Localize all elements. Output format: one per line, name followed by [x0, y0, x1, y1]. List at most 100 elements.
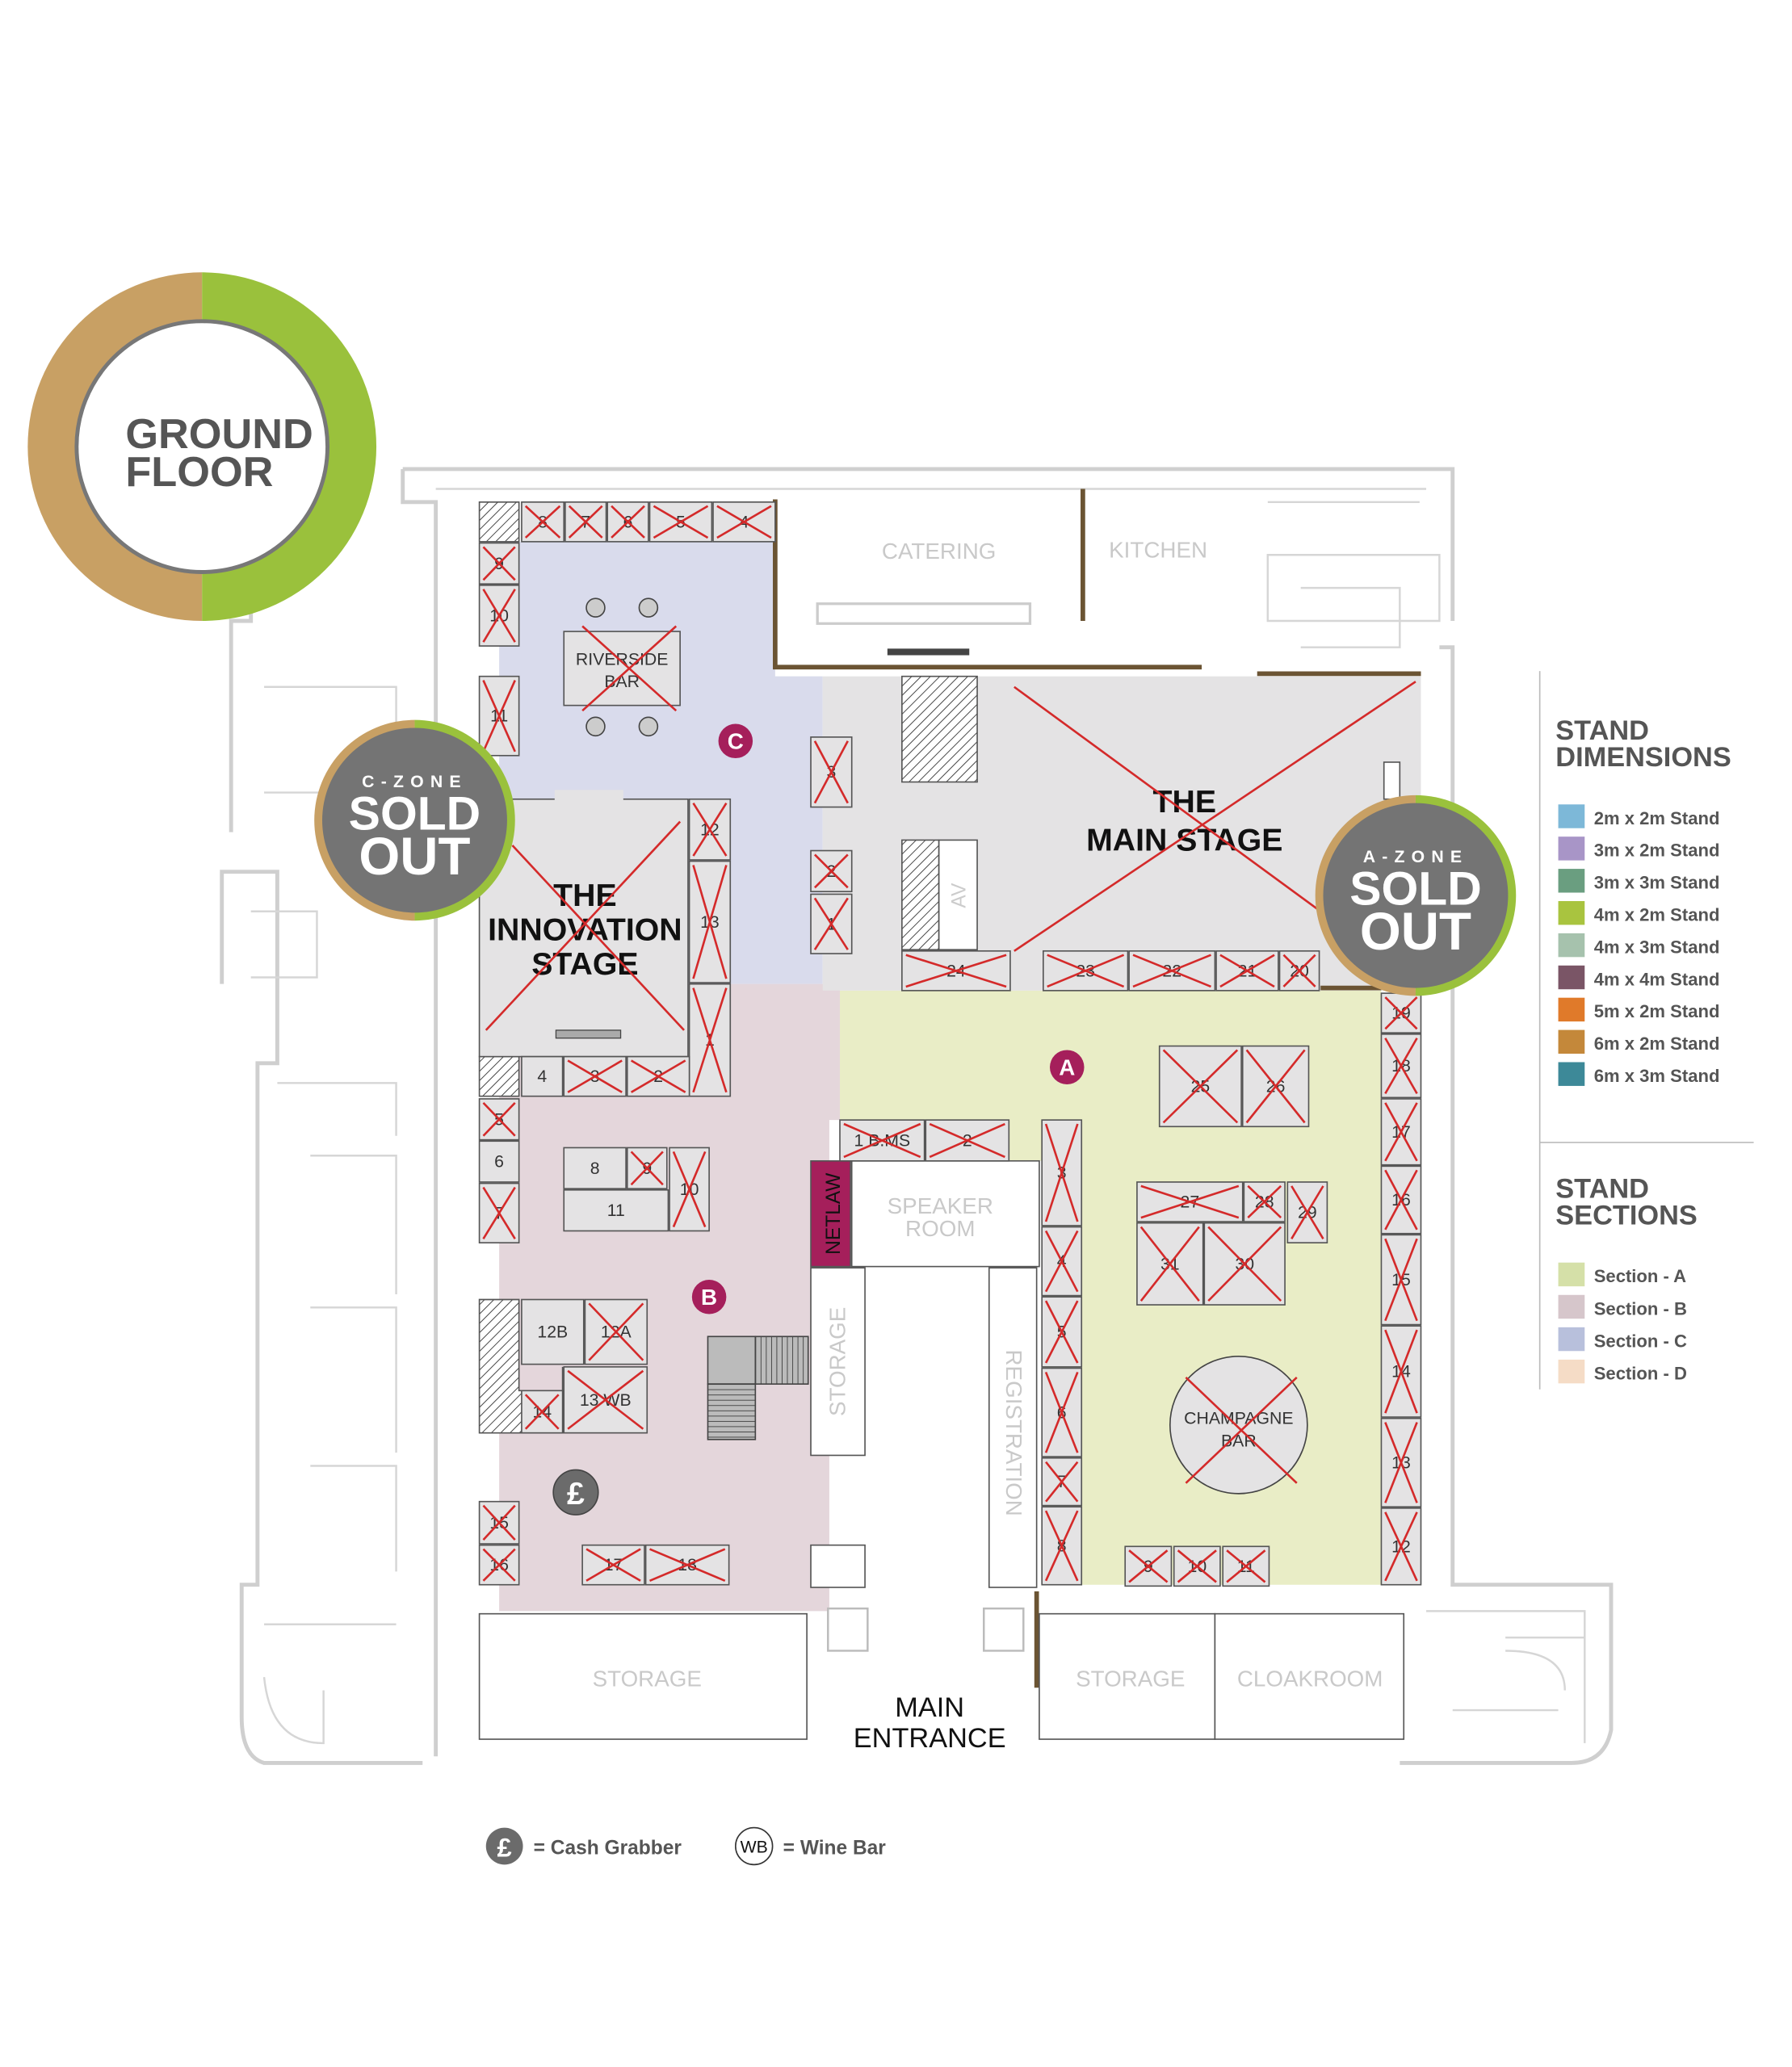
sold-cross-icon: [649, 1548, 726, 1583]
stand-a-21[interactable]: 21: [1215, 950, 1279, 992]
stand-a-20[interactable]: 20: [1278, 950, 1320, 992]
stand-a-23[interactable]: 23: [1043, 950, 1129, 992]
stand-b-12b[interactable]: 12B: [521, 1298, 585, 1365]
stand-b-8[interactable]: 8: [563, 1147, 627, 1189]
structural-blocks: AV: [478, 501, 1401, 1440]
legend-item: 6m x 2m Stand: [1558, 1029, 1719, 1054]
stand-c-3[interactable]: 3: [810, 736, 853, 808]
sold-cross-icon: [1162, 1049, 1239, 1124]
stand-c-9[interactable]: 9: [478, 542, 520, 585]
kitchen-label: KITCHEN: [1109, 538, 1207, 563]
stand-b-18[interactable]: 18: [644, 1544, 730, 1586]
stand-c-7[interactable]: 7: [564, 501, 607, 543]
stand-label: 6: [494, 1152, 504, 1172]
sold-cross-icon: [653, 505, 709, 539]
sold-cross-icon: [1384, 1169, 1418, 1231]
legend-swatch: [1558, 1359, 1585, 1384]
stand-b-4[interactable]: 4: [521, 1055, 564, 1097]
stand-a-27[interactable]: 27: [1136, 1181, 1244, 1222]
stand-c-5[interactable]: 5: [648, 501, 713, 543]
legend-swatch: [1558, 1262, 1585, 1287]
sold-cross-icon: [1290, 1185, 1324, 1239]
stand-c-11[interactable]: 11: [478, 675, 520, 757]
main-stage-label: THE: [1153, 784, 1216, 820]
stand-b-16[interactable]: 16: [478, 1544, 520, 1586]
stand-a-4[interactable]: 4: [1041, 1226, 1083, 1297]
sold-cross-icon: [672, 1151, 707, 1228]
stand-a-11[interactable]: 11: [1222, 1545, 1270, 1587]
stand-box: [478, 1140, 520, 1183]
stand-a-9[interactable]: 9: [1124, 1545, 1173, 1587]
sold-cross-icon: [1044, 1230, 1079, 1293]
main-stage[interactable]: THE MAIN STAGE: [1014, 681, 1416, 952]
stand-c-8[interactable]: 8: [521, 501, 565, 543]
sold-cross-icon: [929, 1122, 1005, 1159]
legend-label: 3m x 3m Stand: [1594, 873, 1720, 893]
stand-c-1[interactable]: 1: [810, 893, 853, 954]
stand-b-6[interactable]: 6: [478, 1140, 520, 1183]
legend-swatch: [1558, 1327, 1585, 1352]
stand-a-28[interactable]: 28: [1243, 1181, 1286, 1222]
stand-b-15[interactable]: 15: [478, 1500, 520, 1545]
section-marker-c-label: C: [728, 729, 744, 754]
riverside-bar[interactable]: RIVERSIDE BAR: [563, 597, 681, 737]
sold-cross-icon: [1128, 1549, 1169, 1583]
stand-a-30[interactable]: 30: [1203, 1222, 1286, 1306]
c-zone-sold-out-badge: C-ZONE SOLD OUT: [314, 719, 515, 921]
stand-a-3[interactable]: 3: [1041, 1119, 1083, 1226]
stand-a-8[interactable]: 8: [1041, 1506, 1083, 1586]
stand-b-13-wb[interactable]: 13 WB: [563, 1366, 648, 1434]
main-stage-label-2: MAIN STAGE: [1086, 823, 1282, 858]
stand-b-10[interactable]: 10: [669, 1147, 710, 1232]
c-zone-label: C-ZONE: [362, 772, 468, 791]
stand-b-7[interactable]: 7: [478, 1182, 520, 1244]
stand-a-16[interactable]: 16: [1380, 1165, 1422, 1235]
innovation-stage-label-3: STAGE: [531, 946, 638, 982]
stand-c-12[interactable]: 12: [688, 798, 732, 861]
stand-a-29[interactable]: 29: [1286, 1181, 1328, 1244]
stand-b-12a[interactable]: 12A: [584, 1298, 648, 1365]
stand-b-17[interactable]: 17: [581, 1544, 645, 1586]
stand-c-10[interactable]: 10: [478, 585, 520, 647]
stand-c-4[interactable]: 4: [712, 501, 776, 543]
stand-b-3[interactable]: 3: [563, 1055, 627, 1097]
stand-a-1-b-ms[interactable]: 1 B.MS: [839, 1119, 925, 1162]
stand-a-7[interactable]: 7: [1041, 1457, 1083, 1507]
stand-c-13[interactable]: 13: [688, 860, 732, 983]
sold-cross-icon: [1045, 1461, 1079, 1503]
stand-a-5[interactable]: 5: [1041, 1296, 1083, 1368]
stand-a-25[interactable]: 25: [1158, 1045, 1242, 1128]
stand-a-10[interactable]: 10: [1173, 1545, 1221, 1587]
cash-grabber-marker: £: [552, 1469, 599, 1516]
stand-a-13[interactable]: 13: [1380, 1417, 1422, 1508]
stand-a-17[interactable]: 17: [1380, 1098, 1422, 1166]
stand-b-5[interactable]: 5: [478, 1098, 520, 1141]
stand-b-9[interactable]: 9: [626, 1147, 668, 1189]
sold-cross-icon: [1384, 1511, 1418, 1582]
stand-a-26[interactable]: 26: [1241, 1045, 1310, 1128]
stand-a-22[interactable]: 22: [1128, 950, 1216, 992]
stand-a-14[interactable]: 14: [1380, 1325, 1422, 1418]
stand-c-1[interactable]: 1: [688, 983, 732, 1097]
champagne-bar[interactable]: CHAMPAGNE BAR: [1169, 1355, 1308, 1495]
sold-cross-icon: [905, 954, 1007, 988]
stand-a-15[interactable]: 15: [1380, 1234, 1422, 1326]
stand-a-24[interactable]: 24: [901, 950, 1011, 992]
stand-a-12[interactable]: 12: [1380, 1507, 1422, 1586]
stand-c-6[interactable]: 6: [606, 501, 649, 543]
champagne-bar-label-2: BAR: [1221, 1431, 1257, 1450]
stand-b-11[interactable]: 11: [563, 1189, 669, 1232]
stand-a-6[interactable]: 6: [1041, 1367, 1083, 1457]
stand-a-2[interactable]: 2: [925, 1119, 1010, 1162]
legend-label: Section - A: [1594, 1266, 1686, 1286]
stand-a-31[interactable]: 31: [1136, 1222, 1204, 1306]
legend-swatch: [1558, 1294, 1585, 1319]
wine-bar-key-label: = Wine Bar: [783, 1837, 887, 1859]
stand-b-14[interactable]: 14: [521, 1390, 564, 1434]
stand-b-2[interactable]: 2: [626, 1055, 690, 1097]
stand-c-2[interactable]: 2: [810, 849, 853, 893]
stand-a-19[interactable]: 19: [1380, 992, 1422, 1034]
innovation-stage[interactable]: THE INNOVATION STAGE: [478, 790, 689, 1058]
cash-grabber-icon: £: [567, 1476, 585, 1511]
stand-a-18[interactable]: 18: [1380, 1034, 1422, 1099]
